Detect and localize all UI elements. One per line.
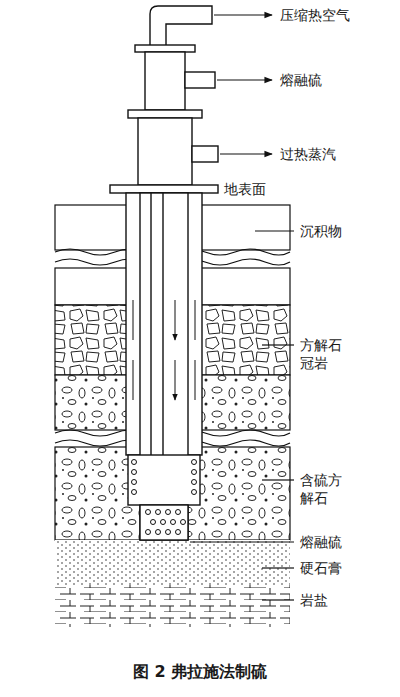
wellhead-fittings-part	[150, 6, 212, 46]
leader-lines-part	[262, 599, 294, 600]
perforations-part	[192, 460, 197, 465]
perforations-part	[171, 520, 176, 525]
perforations-part	[176, 510, 181, 515]
figure-caption: 图 2 弗拉施法制硫	[0, 662, 400, 683]
perforations-part	[146, 530, 151, 535]
rock-strata-part	[55, 585, 290, 627]
leader-lines-part	[262, 479, 294, 480]
stratum-label: 地表面	[222, 180, 268, 198]
leader-lines	[190, 15, 294, 600]
leader-lines-part	[217, 79, 272, 80]
well-pipes-part	[128, 455, 200, 505]
stratum-label: 岩盐	[298, 591, 330, 609]
stratum-label: 过热蒸汽	[278, 145, 338, 163]
wellhead-fittings-part	[185, 72, 215, 88]
stratum-label: 方解石 冠岩	[298, 336, 348, 372]
wellhead-fittings-part	[138, 118, 192, 185]
wellhead-fittings	[110, 6, 218, 193]
leader-lines-part	[262, 344, 294, 345]
leader-lines-part	[190, 541, 294, 542]
perforations-part	[161, 520, 166, 525]
perforations-part	[166, 530, 171, 535]
stratum-label: 硬石膏	[298, 559, 344, 577]
well-pipes-part	[133, 300, 195, 340]
stratum-label: 压缩热空气	[278, 6, 352, 24]
perforations-part	[192, 480, 197, 485]
leader-lines-part	[214, 14, 272, 15]
perforations-part	[156, 530, 161, 535]
perforations-part	[132, 490, 137, 495]
wellhead-fittings-part	[128, 110, 202, 118]
perforations-part	[192, 470, 197, 475]
perforations-part	[181, 520, 186, 525]
perforations-part	[156, 510, 161, 515]
stratum-label: 熔融硫	[298, 533, 344, 551]
perforations-part	[132, 480, 137, 485]
well-pipes-part	[133, 360, 195, 400]
rock-strata-part	[55, 447, 290, 540]
leader-lines-part	[262, 567, 294, 568]
wellhead-fittings-part	[192, 146, 218, 162]
wellhead-fittings-part	[135, 45, 195, 52]
perforations-part	[132, 470, 137, 475]
leader-lines-part	[255, 230, 294, 231]
perforations-part	[176, 530, 181, 535]
well-pipes-part	[140, 505, 188, 540]
stratum-label: 熔融硫	[278, 71, 324, 89]
perforations-part	[151, 520, 156, 525]
stratum-label: 沉积物	[298, 222, 344, 240]
perforations-part	[146, 510, 151, 515]
well-pipes	[126, 193, 202, 540]
leader-lines-part	[220, 153, 272, 154]
wellhead-fittings-part	[110, 185, 218, 193]
rock-strata-part	[55, 540, 290, 585]
perforations-part	[166, 510, 171, 515]
perforations-part	[192, 490, 197, 495]
perforations	[132, 460, 197, 535]
wellhead-fittings-part	[145, 52, 185, 110]
well-pipes-part	[151, 193, 163, 463]
perforations-part	[132, 460, 137, 465]
stratum-label: 含硫方 解石	[298, 471, 348, 507]
